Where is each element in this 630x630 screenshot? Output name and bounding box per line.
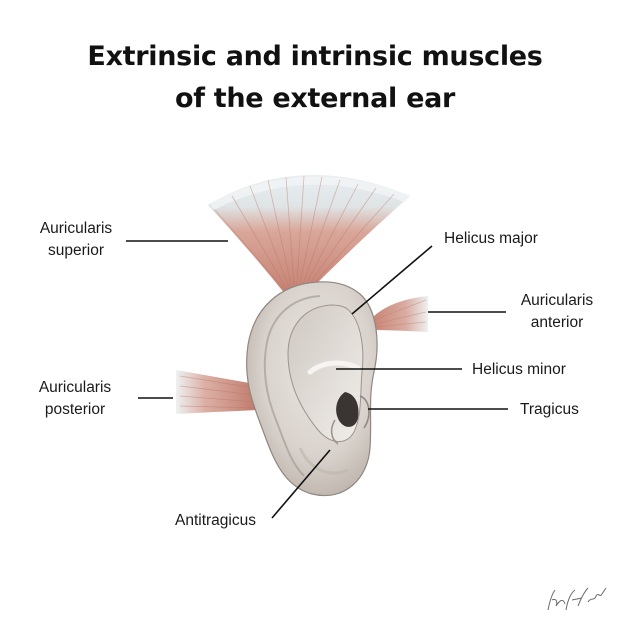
label-auricularis-posterior: Auricularis posterior — [20, 377, 130, 421]
label-helicus-major: Helicus major — [444, 230, 538, 247]
auricularis-superior-muscle — [208, 175, 410, 300]
label-antitragicus: Antitragicus — [175, 512, 256, 529]
label-auricularis-superior-line2: superior — [48, 242, 104, 259]
leader-helicus-major — [351, 245, 433, 315]
label-auricularis-posterior-line2: posterior — [44, 401, 106, 418]
title-line-2: of the external ear — [174, 83, 456, 114]
leader-antitragicus — [271, 449, 331, 519]
label-auricularis-superior-line1: Auricularis — [39, 220, 113, 237]
label-auricularis-anterior-line2: anterior — [530, 314, 584, 331]
label-auricularis-superior: Auricularis superior — [26, 218, 126, 262]
title-line-1: Extrinsic and intrinsic muscles — [87, 41, 543, 72]
label-auricularis-posterior-line1: Auricularis — [38, 379, 112, 396]
label-tragicus: Tragicus — [520, 401, 579, 418]
label-helicus-minor: Helicus minor — [472, 361, 566, 378]
auricularis-anterior-muscle — [372, 296, 428, 332]
diagram-title: Extrinsic and intrinsic muscles of the e… — [0, 36, 630, 120]
label-auricularis-anterior-line1: Auricularis — [520, 292, 594, 309]
auricularis-posterior-muscle — [176, 370, 258, 414]
label-auricularis-anterior: Auricularis anterior — [505, 290, 609, 334]
leader-lines — [126, 240, 508, 519]
artist-signature — [547, 587, 607, 611]
auricle — [245, 281, 378, 497]
